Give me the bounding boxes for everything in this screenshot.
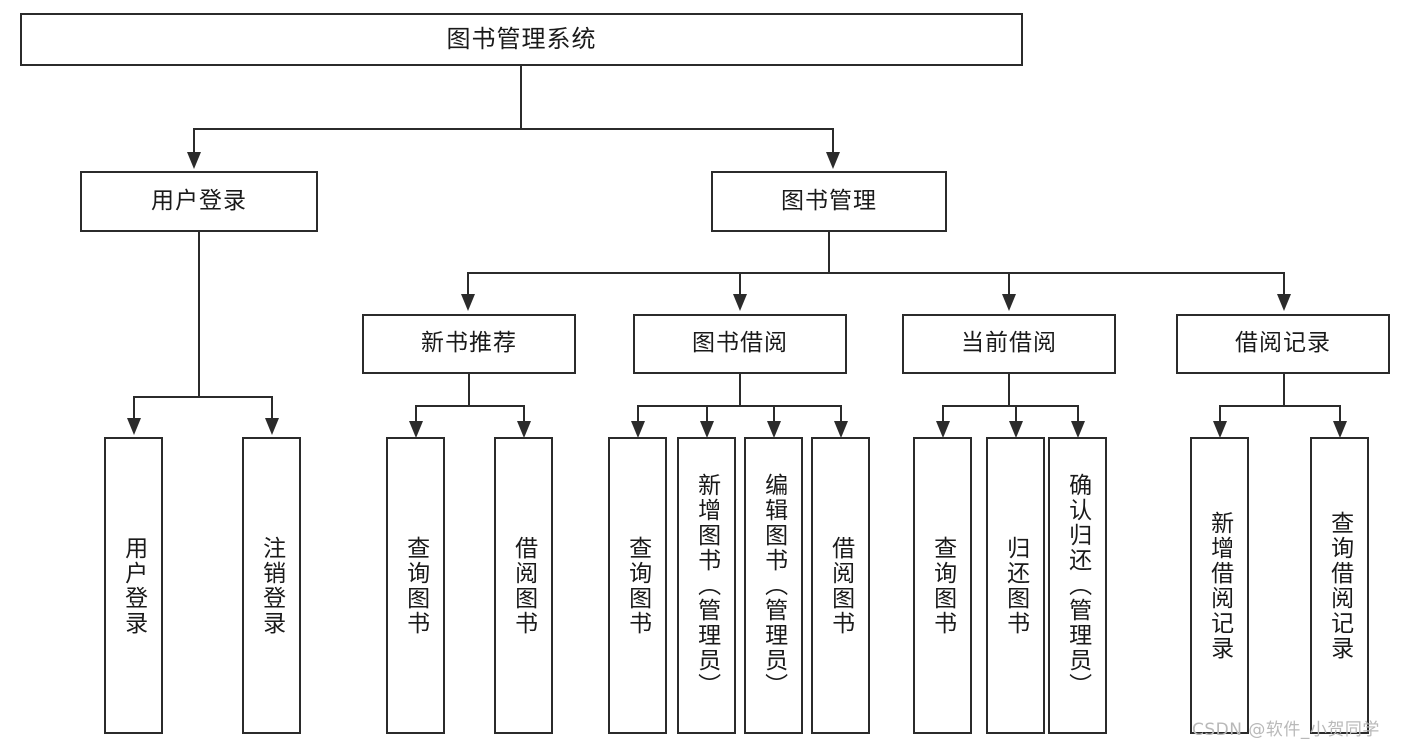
connector-user-login-drop-2 [271,396,273,420]
node-user-login[interactable]: 用户登录 [80,171,318,232]
arrow-root-to-user-login [187,152,201,169]
connector-cb-drop-1 [942,405,944,423]
arrow-cb-to-leaf-1 [936,421,950,438]
connector-bb-drop-2 [706,405,708,423]
connector-new-book-stem [468,374,470,405]
connector-book-management-stem [828,232,830,272]
leaf-borrow-record-1[interactable]: 新增借阅记录 [1190,437,1249,734]
leaf-borrow-record-2[interactable]: 查询借阅记录 [1310,437,1369,734]
connector-bm-drop-3 [1008,272,1010,296]
connector-user-login-stem [198,232,200,396]
connector-bm-drop-1 [467,272,469,296]
connector-bb-drop-4 [840,405,842,423]
arrow-root-to-book-management [826,152,840,169]
connector-root-stem [520,66,522,128]
leaf-book-borrow-3[interactable]: 编辑图书（管理员） [744,437,803,734]
leaf-current-borrow-1[interactable]: 查询图书 [913,437,972,734]
connector-new-book-drop-1 [415,405,417,423]
connector-cb-drop-3 [1077,405,1079,423]
leaf-book-borrow-1[interactable]: 查询图书 [608,437,667,734]
arrow-bm-to-book-borrow [733,294,747,311]
arrow-br-to-leaf-2 [1333,421,1347,438]
arrow-user-login-to-leaf-2 [265,418,279,435]
connector-br-drop-1 [1219,405,1221,423]
arrow-bb-to-leaf-2 [700,421,714,438]
connector-user-login-drop-1 [133,396,135,420]
arrow-bm-to-new-book-recommend [461,294,475,311]
node-new-book-recommend[interactable]: 新书推荐 [362,314,576,374]
node-root-book-management-system[interactable]: 图书管理系统 [20,13,1023,66]
leaf-new-book-recommend-1[interactable]: 查询图书 [386,437,445,734]
node-book-borrow[interactable]: 图书借阅 [633,314,847,374]
leaf-new-book-recommend-2[interactable]: 借阅图书 [494,437,553,734]
arrow-cb-to-leaf-2 [1009,421,1023,438]
connector-current-borrow-stem [1008,374,1010,405]
connector-new-book-bus [415,405,525,407]
arrow-bm-to-current-borrow [1002,294,1016,311]
node-book-management[interactable]: 图书管理 [711,171,947,232]
connector-book-borrow-stem [739,374,741,405]
connector-root-to-user-login [193,128,195,154]
connector-root-to-book-management [832,128,834,154]
leaf-book-borrow-4[interactable]: 借阅图书 [811,437,870,734]
arrow-new-book-to-leaf-2 [517,421,531,438]
connector-bm-drop-2 [739,272,741,296]
node-current-borrow[interactable]: 当前借阅 [902,314,1116,374]
arrow-bb-to-leaf-3 [767,421,781,438]
arrow-user-login-to-leaf-1 [127,418,141,435]
connector-book-borrow-bus [637,405,842,407]
csdn-watermark: CSDN @软件_小贺同学 [1192,720,1380,740]
leaf-current-borrow-2[interactable]: 归还图书 [986,437,1045,734]
arrow-br-to-leaf-1 [1213,421,1227,438]
connector-current-borrow-bus [942,405,1079,407]
connector-br-drop-2 [1339,405,1341,423]
arrow-bb-to-leaf-4 [834,421,848,438]
leaf-book-borrow-2[interactable]: 新增图书（管理员） [677,437,736,734]
connector-cb-drop-2 [1015,405,1017,423]
connector-bm-drop-4 [1283,272,1285,296]
arrow-bb-to-leaf-1 [631,421,645,438]
arrow-bm-to-borrow-record [1277,294,1291,311]
connector-borrow-record-stem [1283,374,1285,405]
leaf-user-login-1[interactable]: 用户登录 [104,437,163,734]
leaf-user-login-2[interactable]: 注销登录 [242,437,301,734]
connector-new-book-drop-2 [523,405,525,423]
connector-bb-drop-1 [637,405,639,423]
leaf-current-borrow-3[interactable]: 确认归还（管理员） [1048,437,1107,734]
connector-user-login-bus [133,396,271,398]
arrow-cb-to-leaf-3 [1071,421,1085,438]
node-borrow-record[interactable]: 借阅记录 [1176,314,1390,374]
connector-book-management-bus [467,272,1285,274]
connector-borrow-record-bus [1219,405,1341,407]
connector-root-bus [193,128,834,130]
connector-bb-drop-3 [773,405,775,423]
arrow-new-book-to-leaf-1 [409,421,423,438]
